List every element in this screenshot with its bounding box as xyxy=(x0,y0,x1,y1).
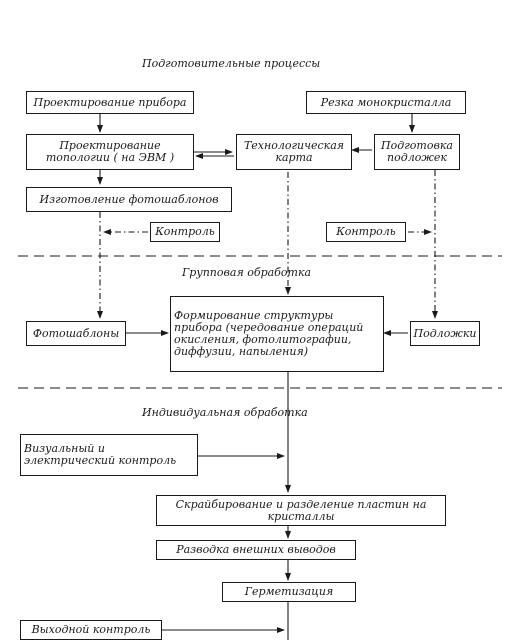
box-scribing-label: Скрайбирование и разделение пластин на к… xyxy=(175,497,427,523)
box-substrates: Подложки xyxy=(410,321,480,346)
box-control-left: Контроль xyxy=(150,222,220,242)
box-lead-wiring: Разводка внешних выводов xyxy=(156,540,356,560)
box-lead-wiring-label: Разводка внешних выводов xyxy=(176,543,336,556)
box-crystal-cutting: Резка монокристалла xyxy=(306,91,466,114)
box-control-left-label: Контроль xyxy=(155,225,215,238)
box-structure-forming-label: Формирование структуры прибора (чередова… xyxy=(174,309,364,358)
box-topology-design: Проектирование топологии ( на ЭВМ ) xyxy=(26,134,194,170)
box-photomask-making-label: Изготовление фотошаблонов xyxy=(39,192,219,206)
box-output-control: Выходной контроль xyxy=(20,620,162,640)
box-photomasks: Фотошаблоны xyxy=(26,321,126,346)
box-substrate-prep-label: Подготовка подложек xyxy=(381,139,453,164)
box-device-design-label: Проектирование прибора xyxy=(33,95,187,109)
box-sealing-label: Герметизация xyxy=(244,585,334,598)
box-device-design: Проектирование прибора xyxy=(26,91,194,114)
box-scribing: Скрайбирование и разделение пластин на к… xyxy=(156,495,446,526)
box-output-control-label: Выходной контроль xyxy=(31,623,151,636)
box-topology-design-label: Проектирование топологии ( на ЭВМ ) xyxy=(45,139,175,164)
section-header-group: Групповая обработка xyxy=(182,266,312,279)
section-header-prep: Подготовительные процессы xyxy=(142,57,321,70)
box-control-right: Контроль xyxy=(326,222,406,242)
box-substrates-label: Подложки xyxy=(413,326,477,340)
box-tech-map: Технологическая карта xyxy=(236,134,352,170)
box-crystal-cutting-label: Резка монокристалла xyxy=(320,95,452,109)
box-substrate-prep: Подготовка подложек xyxy=(374,134,460,170)
box-photomask-making: Изготовление фотошаблонов xyxy=(26,187,232,212)
section-header-individual: Индивидуальная обработка xyxy=(142,406,308,419)
box-control-right-label: Контроль xyxy=(336,225,396,238)
box-structure-forming: Формирование структуры прибора (чередова… xyxy=(170,296,384,372)
box-visual-control: Визуальный и электрический контроль xyxy=(20,434,198,476)
box-visual-control-label: Визуальный и электрический контроль xyxy=(24,442,177,467)
box-tech-map-label: Технологическая карта xyxy=(243,139,345,164)
box-photomasks-label: Фотошаблоны xyxy=(32,326,120,340)
box-sealing: Герметизация xyxy=(222,582,356,602)
